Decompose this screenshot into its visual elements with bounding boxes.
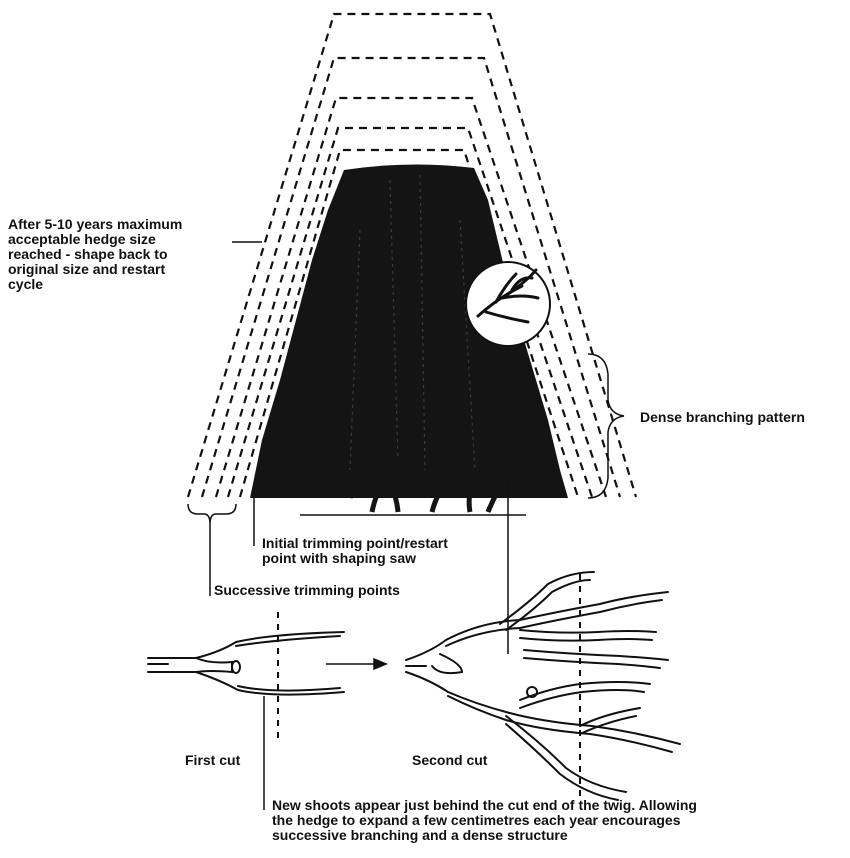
new-shoots-note: New shoots appear just behind the cut en…: [272, 798, 847, 843]
progression-arrow: [326, 659, 386, 669]
first-cut-label: First cut: [185, 753, 285, 768]
magnified-detail-circle: [466, 262, 550, 346]
initial-trimming-label: Initial trimming point/restart point wit…: [262, 536, 522, 566]
dense-branching-bracket: [588, 354, 624, 498]
first-cut-twig: [148, 632, 344, 695]
successive-trimming-label: Successive trimming points: [214, 583, 474, 598]
dense-branching-label: Dense branching pattern: [640, 410, 850, 425]
second-cut-label: Second cut: [412, 753, 542, 768]
after-cycle-label: After 5-10 years maximum acceptable hedg…: [8, 217, 258, 292]
successive-trimming-bracket: [188, 504, 236, 524]
